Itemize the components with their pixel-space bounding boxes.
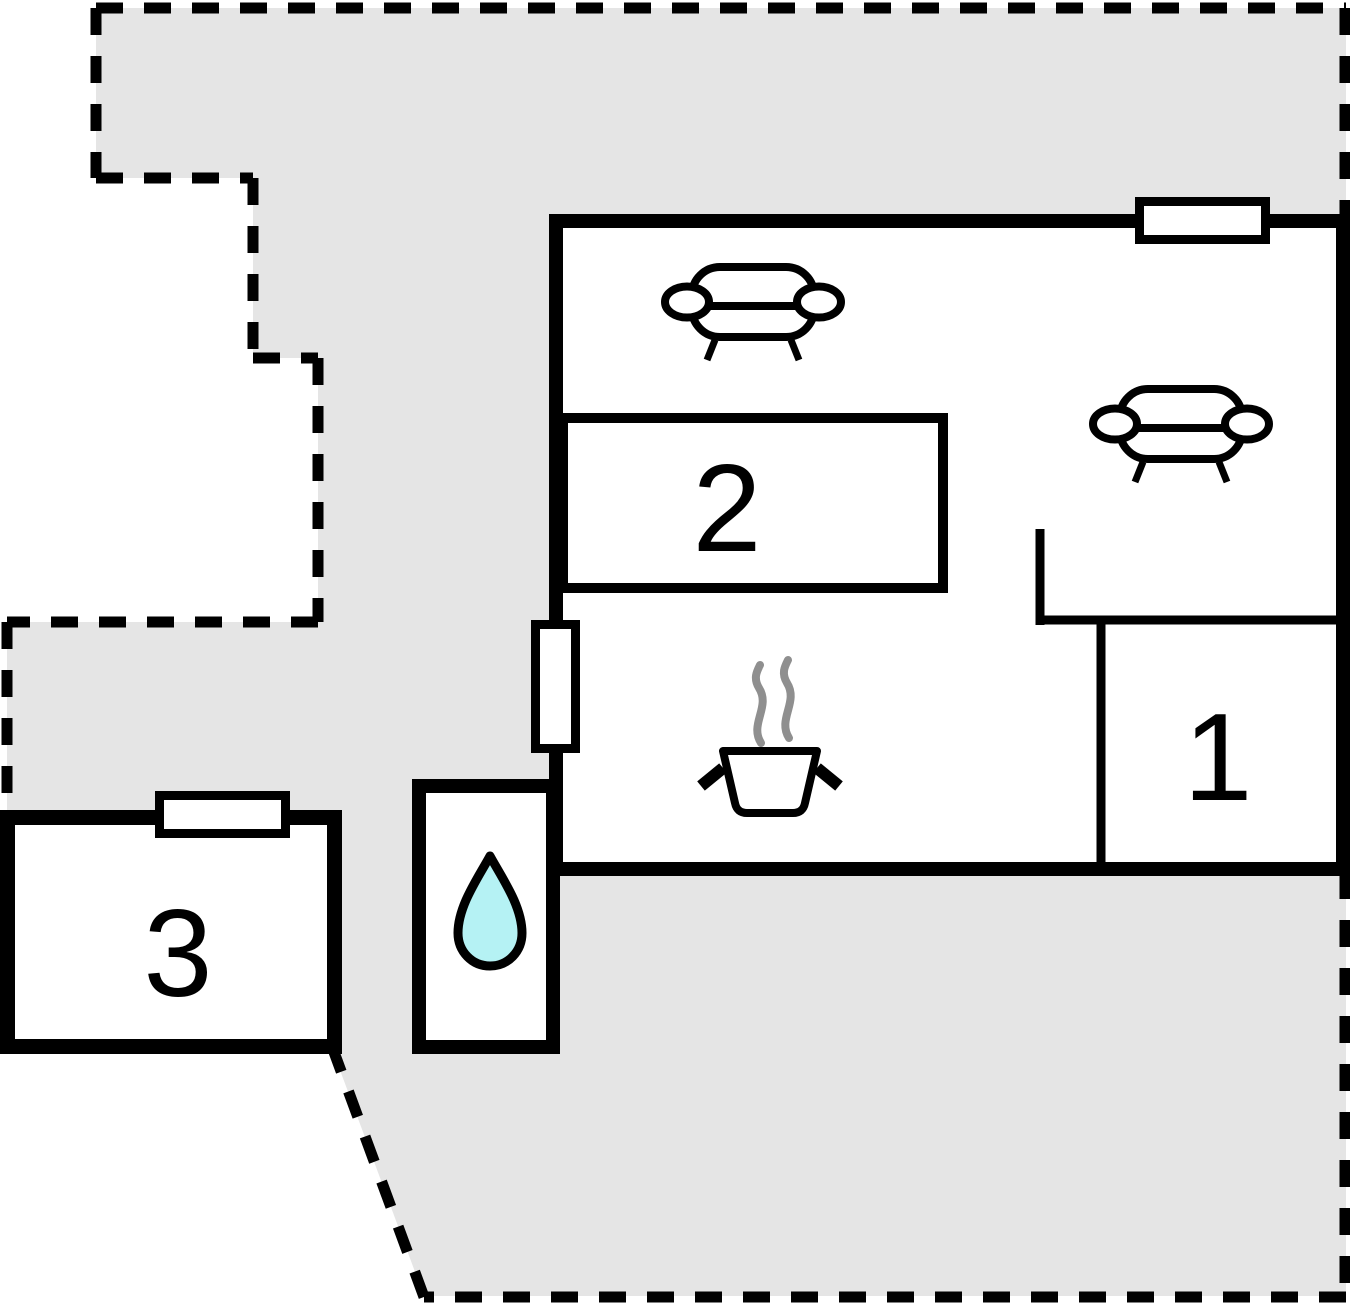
bedroom-2-walls [558, 413, 948, 593]
walls-group [0, 197, 1350, 1054]
cooking-pot-icon [697, 656, 843, 817]
boundary-diagonal [328, 1050, 430, 1299]
water-drop-icon [453, 851, 527, 971]
pot-handle-left [697, 763, 727, 791]
room-3-label: 3 [144, 885, 213, 1023]
room-3-outline [0, 810, 342, 1054]
window-marker-left [531, 620, 580, 753]
window-marker-top [1135, 197, 1270, 244]
pot-handle-right [813, 763, 843, 791]
room-2-label: 2 [693, 440, 762, 578]
steam-icon [751, 656, 795, 747]
pot-body [719, 747, 821, 817]
window-marker-room3 [155, 791, 290, 838]
room-1-label: 1 [1184, 689, 1253, 827]
